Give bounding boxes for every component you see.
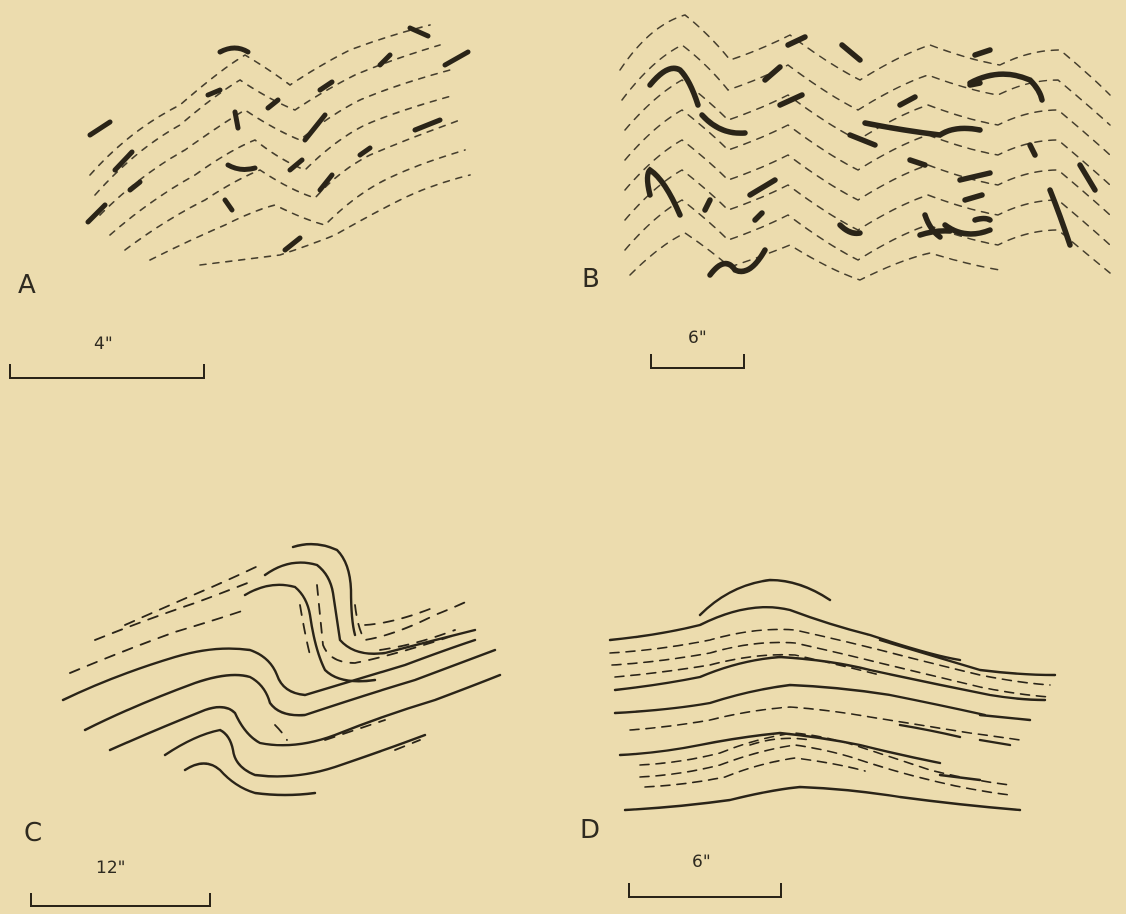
panel-b-scale-bar <box>648 350 748 372</box>
panel-c-letter: C <box>24 818 42 848</box>
panel-d-sketch <box>600 565 1070 825</box>
panel-d-scale-bar <box>626 880 786 902</box>
panel-d-scale-label: 6" <box>692 852 711 872</box>
panel-b-letter: B <box>582 264 600 294</box>
panel-a-sketch <box>70 10 490 280</box>
panel-a-letter: A <box>18 270 36 300</box>
panel-a-scale-bar <box>8 360 208 382</box>
panel-d-letter: D <box>580 815 600 845</box>
panel-b-scale-label: 6" <box>688 328 707 348</box>
panel-c-scale-bar <box>28 890 214 910</box>
panel-c-scale-label: 12" <box>96 858 125 878</box>
panel-b-sketch <box>610 5 1120 290</box>
panel-c-sketch <box>55 535 515 810</box>
panel-a-scale-label: 4" <box>94 334 113 354</box>
